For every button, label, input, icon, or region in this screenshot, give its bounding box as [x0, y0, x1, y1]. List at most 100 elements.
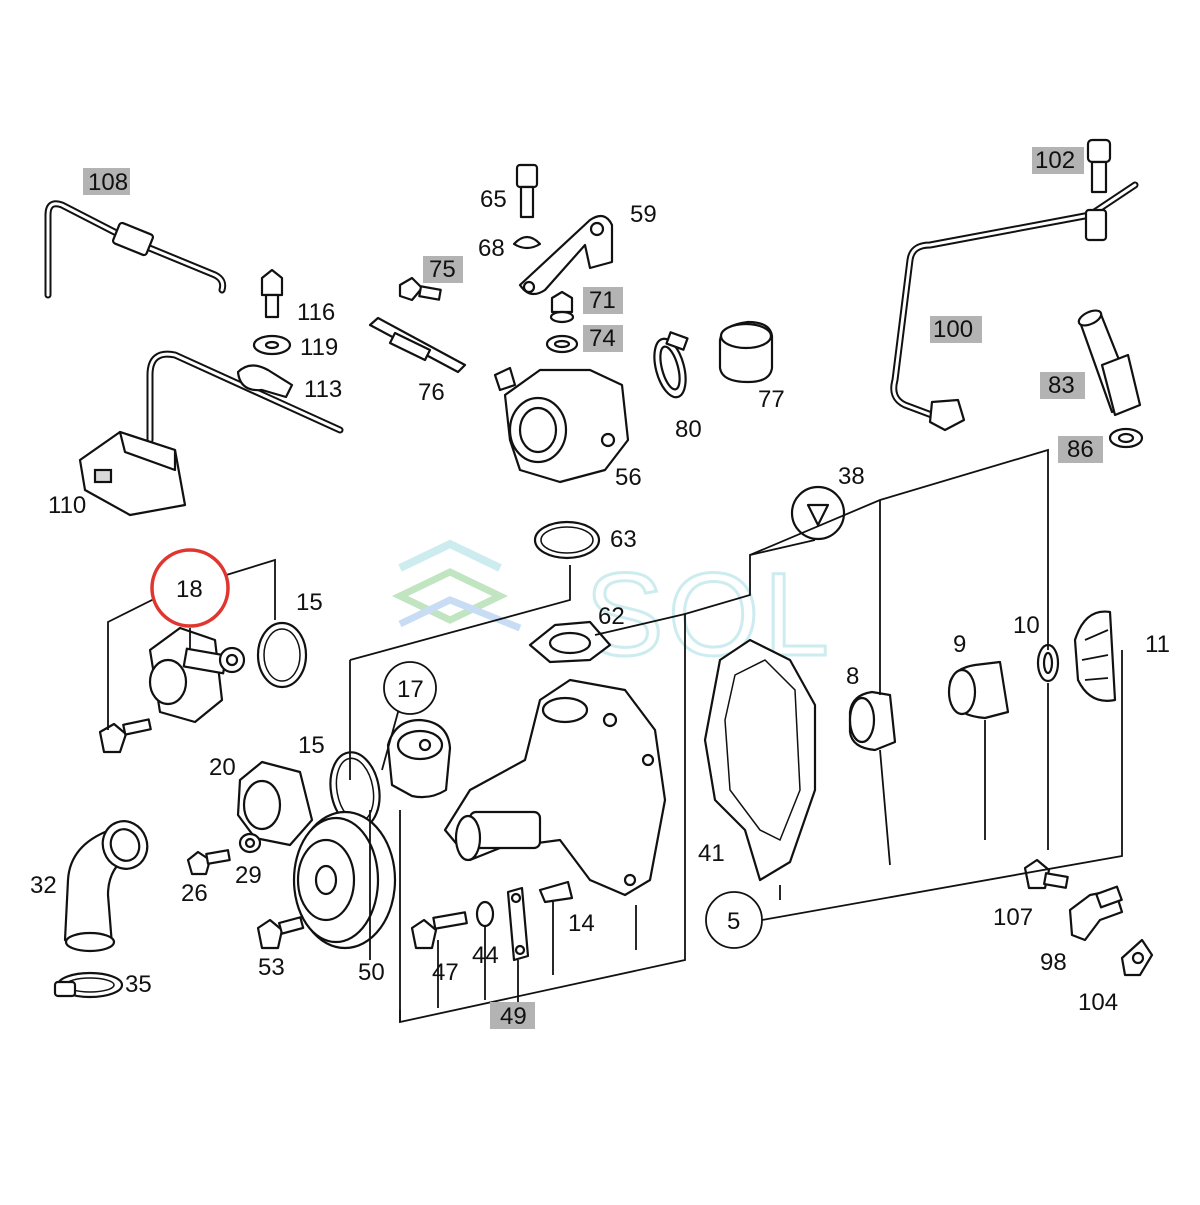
label-41: 41: [698, 840, 725, 867]
part-49-plate: [506, 886, 530, 962]
part-77-sleeve: [718, 320, 774, 384]
label-32: 32: [30, 872, 57, 899]
part-98-connector: [1068, 885, 1124, 942]
label-38: 38: [838, 463, 865, 490]
part-62-gasket-small: [528, 620, 612, 664]
label-74-highlight: [583, 325, 623, 352]
label-110: 110: [48, 492, 86, 519]
label-98: 98: [1040, 949, 1067, 976]
callout-17-text: 17: [397, 676, 424, 703]
label-8: 8: [846, 663, 859, 690]
part-110-sensor-with-line: [78, 350, 344, 517]
label-102-highlight: [1032, 147, 1084, 174]
part-68-washer: [512, 235, 542, 250]
part-113-clip: [236, 364, 294, 399]
label-68: 68: [478, 235, 505, 262]
callout-5-ring: [705, 891, 763, 949]
label-108: 108: [88, 169, 128, 196]
label-100: 100: [933, 316, 973, 343]
part-18-thermostat-cover: [148, 626, 246, 724]
part-63-o-ring: [533, 520, 601, 560]
part-44-washer: [475, 900, 495, 928]
label-76: 76: [418, 379, 445, 406]
part-75-bolt: [398, 276, 442, 302]
label-83: 83: [1048, 372, 1075, 399]
label-100-highlight: [930, 316, 982, 343]
label-15-upper: 15: [296, 589, 323, 616]
callout-5-text: 5: [727, 908, 740, 935]
label-14: 14: [568, 910, 595, 937]
label-56: 56: [615, 464, 642, 491]
label-77: 77: [758, 386, 785, 413]
part-47-bolt: [410, 911, 468, 950]
part-35-hose-clamp: [53, 971, 124, 999]
label-119: 119: [300, 334, 338, 361]
part-104-gasket: [1120, 938, 1154, 977]
part-8-bellow: [848, 690, 897, 752]
label-102: 102: [1035, 147, 1075, 174]
part-80-hose-clamp: [653, 331, 689, 399]
part-water-pump-body: [443, 678, 667, 897]
label-10: 10: [1013, 612, 1040, 639]
part-14-pin: [538, 880, 574, 904]
label-71: 71: [589, 287, 616, 314]
label-11: 11: [1145, 631, 1170, 658]
part-41-gasket: [703, 638, 817, 882]
label-80: 80: [675, 416, 702, 443]
leader-lines: [107, 448, 1123, 1024]
label-35: 35: [125, 971, 152, 998]
part-116-bolt: [260, 268, 284, 319]
part-labels: 108 116 119 113 110 65 68 59 75 71 74 76…: [30, 147, 1170, 1030]
callout-18: 18: [150, 548, 230, 628]
part-32-elbow-hose: [63, 820, 149, 953]
part-50-pulley: [292, 810, 397, 950]
label-59: 59: [630, 201, 657, 228]
callout-17: 17: [383, 661, 437, 715]
label-74: 74: [589, 325, 616, 352]
label-107: 107: [993, 904, 1033, 931]
part-71-plug: [549, 290, 575, 324]
label-86-highlight: [1058, 436, 1103, 463]
label-65: 65: [480, 186, 507, 213]
label-47: 47: [432, 959, 459, 986]
label-71-highlight: [583, 287, 623, 314]
part-86-seal: [1108, 427, 1144, 449]
label-20: 20: [209, 754, 236, 781]
label-53: 53: [258, 954, 285, 981]
part-107-bolt: [1023, 858, 1069, 890]
part-53-bolt: [256, 916, 305, 950]
label-104: 104: [1078, 989, 1118, 1016]
part-10-seal: [1036, 643, 1060, 683]
part-119-washer: [252, 334, 292, 356]
label-49-highlight: [490, 1002, 535, 1029]
label-63: 63: [610, 526, 637, 553]
label-highlights: [83, 147, 1103, 1029]
callout-5: 5: [705, 891, 763, 949]
part-100-coolant-pipe: [890, 181, 1139, 432]
label-75-highlight: [423, 256, 463, 283]
part-15-ring-upper: [256, 621, 308, 689]
callout-18-text: 18: [176, 576, 203, 603]
part-29-washer: [238, 832, 262, 854]
label-86: 86: [1067, 436, 1094, 463]
part-18-bolt: [98, 718, 152, 754]
callout-17-ring: [383, 661, 437, 715]
part-56-thermostat-housing: [493, 366, 630, 484]
label-26: 26: [181, 880, 208, 907]
label-83-highlight: [1040, 372, 1085, 399]
label-75: 75: [429, 256, 456, 283]
label-15-lower: 15: [298, 732, 325, 759]
label-49: 49: [500, 1003, 527, 1030]
part-11-impeller: [1073, 610, 1117, 702]
part-9-sleeve: [947, 660, 1010, 720]
label-29: 29: [235, 862, 262, 889]
part-26-bolt: [186, 849, 231, 876]
part-108-hose: [44, 200, 227, 299]
part-102-bleed-screw: [1086, 138, 1112, 194]
label-113: 113: [304, 376, 342, 403]
part-59-bracket: [518, 214, 614, 296]
label-44: 44: [472, 942, 499, 969]
label-108-highlight: [83, 168, 130, 195]
